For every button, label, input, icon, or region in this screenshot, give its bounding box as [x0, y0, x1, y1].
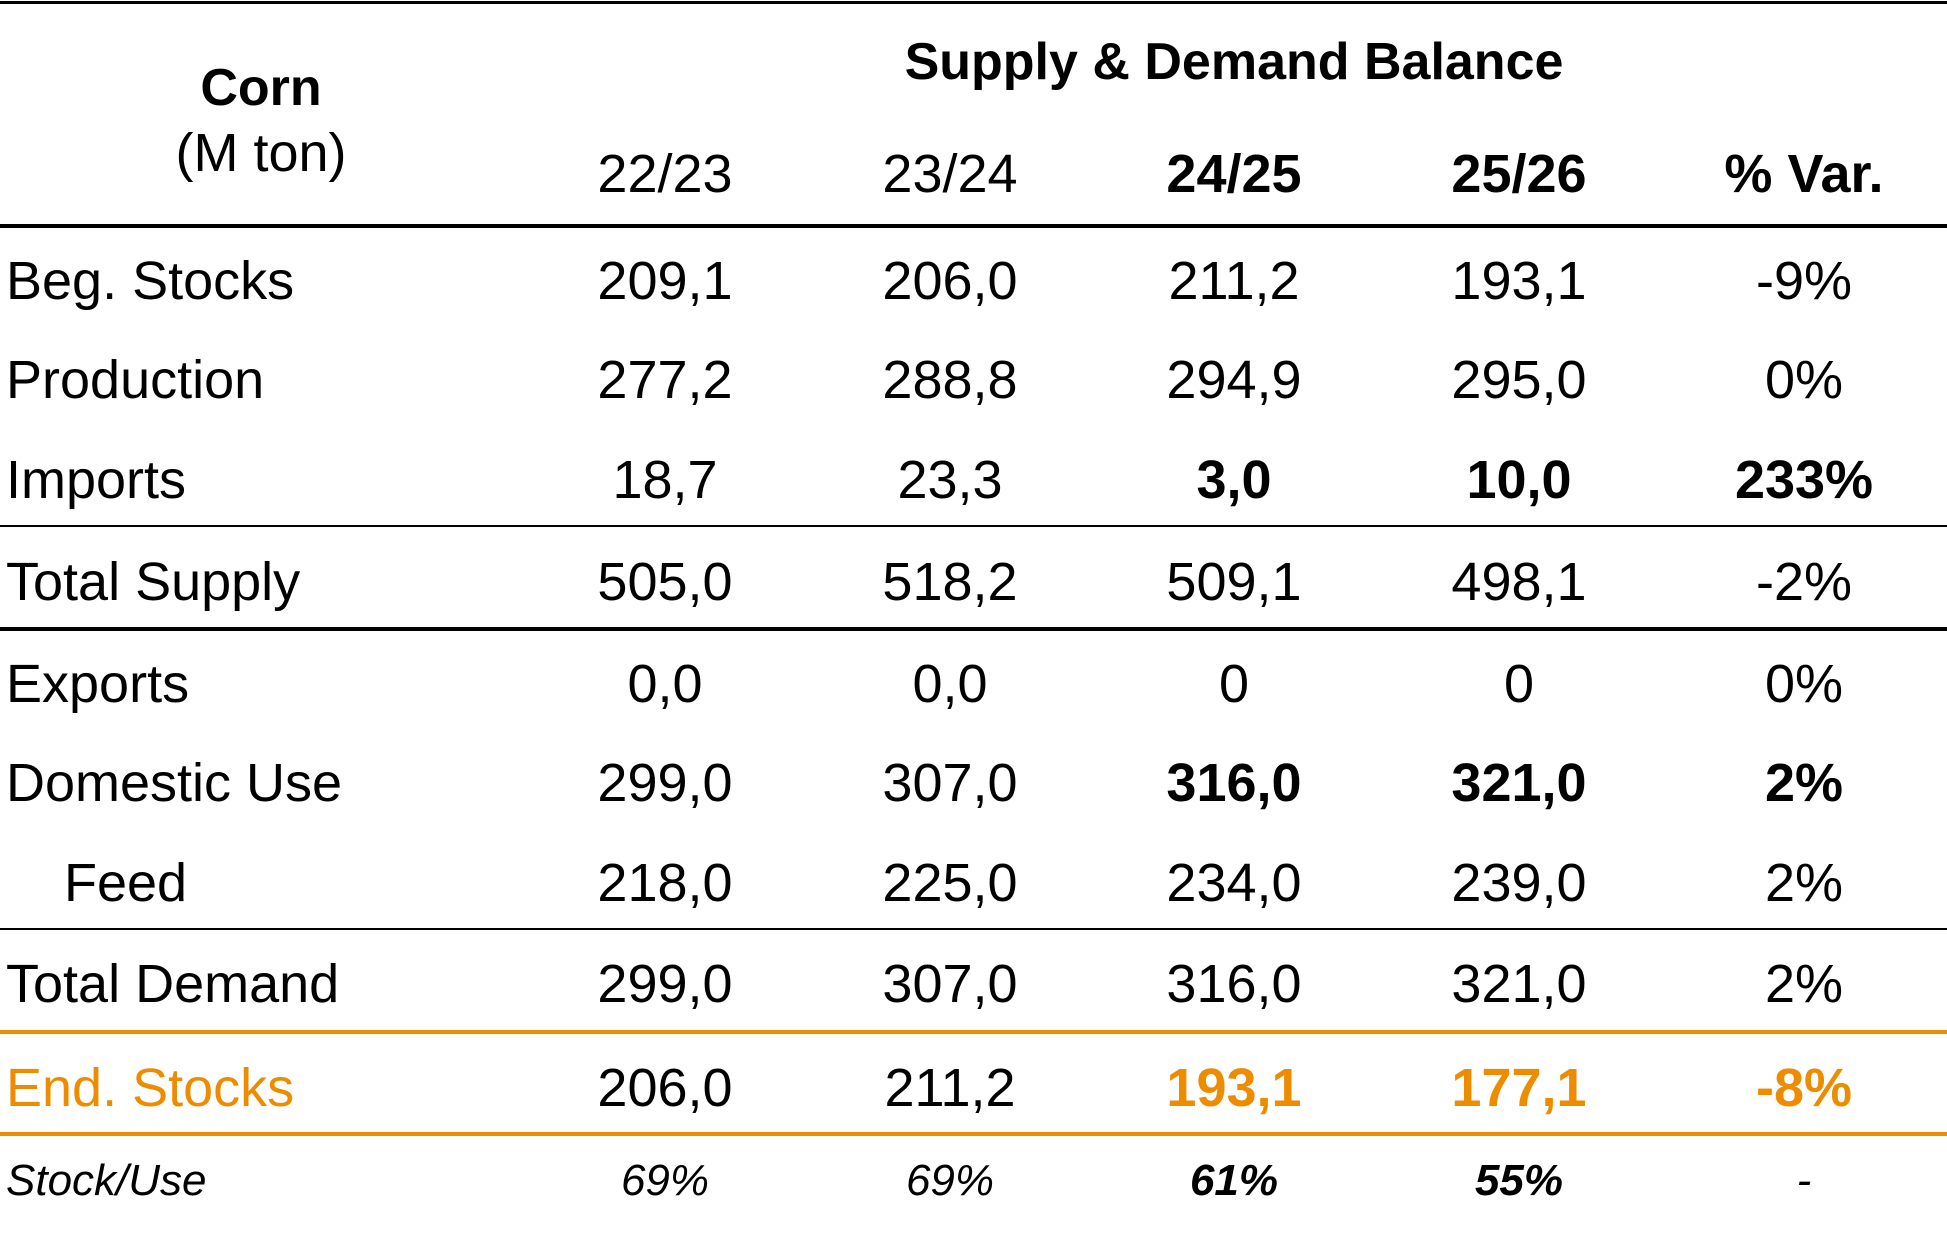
row-label: Beg. Stocks	[6, 251, 295, 311]
table-cell: 211,2	[1168, 251, 1300, 311]
table-cell: 288,8	[882, 350, 1018, 410]
table-cell: 509,1	[1166, 552, 1302, 612]
row-label: Stock/Use	[6, 1156, 207, 1205]
table-cell: 55%	[1474, 1156, 1564, 1205]
table-cell: 0%	[1764, 654, 1844, 714]
supply-subtotal-divider	[0, 525, 1947, 527]
table-cell: 234,0	[1166, 853, 1302, 913]
row-label: Feed	[64, 853, 188, 913]
table-cell: 18,7	[612, 450, 718, 510]
table-cell: 233%	[1734, 450, 1874, 510]
table-cell: 239,0	[1451, 853, 1587, 913]
table-cell: 498,1	[1451, 552, 1587, 612]
table-cell: 193,1	[1451, 251, 1587, 311]
row-label: Total Demand	[6, 954, 340, 1014]
column-header: % Var.	[1724, 144, 1884, 204]
row-label: Total Supply	[6, 552, 301, 612]
row-label: Production	[6, 350, 265, 410]
column-header: 25/26	[1451, 144, 1587, 204]
table-cell: 225,0	[882, 853, 1018, 913]
table-cell: 0,0	[627, 654, 703, 714]
top-border	[0, 1, 1947, 4]
table-cell: 307,0	[882, 753, 1018, 813]
table-cell: 518,2	[882, 552, 1018, 612]
table-cell: 307,0	[882, 954, 1018, 1014]
table-cell: 316,0	[1166, 753, 1302, 813]
table-cell: 218,0	[597, 853, 733, 913]
table-cell: 294,9	[1166, 350, 1302, 410]
unit-label: (M ton)	[175, 123, 347, 183]
table-title: Supply & Demand Balance	[904, 33, 1564, 91]
row-label: End. Stocks	[6, 1058, 295, 1118]
row-label: Imports	[6, 450, 187, 510]
table-cell: 321,0	[1451, 954, 1587, 1014]
column-header: 23/24	[882, 144, 1018, 204]
table-cell: 23,3	[897, 450, 1003, 510]
table-cell: 299,0	[597, 954, 733, 1014]
table-cell: -9%	[1755, 251, 1853, 311]
column-header: 22/23	[597, 144, 733, 204]
table-cell: 0	[1503, 654, 1535, 714]
row-label: Domestic Use	[6, 753, 343, 813]
table-cell: 277,2	[597, 350, 733, 410]
table-cell: 295,0	[1451, 350, 1587, 410]
table-cell: 177,1	[1451, 1058, 1587, 1118]
demand-subtotal-divider	[0, 928, 1947, 930]
table-cell: 505,0	[597, 552, 733, 612]
column-header: 24/25	[1166, 144, 1302, 204]
table-cell: 321,0	[1451, 753, 1587, 813]
table-cell: 211,2	[884, 1058, 1016, 1118]
table-cell: 193,1	[1166, 1058, 1302, 1118]
row-label: Exports	[6, 654, 190, 714]
table-cell: 299,0	[597, 753, 733, 813]
end-stocks-top-divider	[0, 1030, 1947, 1034]
table-cell: 0	[1218, 654, 1250, 714]
table-cell: 61%	[1189, 1156, 1279, 1205]
table-cell: 2%	[1764, 954, 1844, 1014]
table-cell: 10,0	[1466, 450, 1572, 510]
header-divider	[0, 224, 1947, 228]
table-cell: 209,1	[597, 251, 733, 311]
end-stocks-bottom-divider	[0, 1132, 1947, 1136]
commodity-title: Corn	[200, 59, 322, 117]
table-cell: 2%	[1764, 753, 1844, 813]
table-cell: -	[1796, 1156, 1812, 1205]
table-cell: 316,0	[1166, 954, 1302, 1014]
table-cell: -2%	[1755, 552, 1853, 612]
table-cell: 69%	[905, 1156, 995, 1205]
table-cell: 2%	[1764, 853, 1844, 913]
table-cell: 0,0	[912, 654, 988, 714]
table-cell: 206,0	[597, 1058, 733, 1118]
table-cell: -8%	[1755, 1058, 1853, 1118]
table-cell: 206,0	[882, 251, 1018, 311]
table-cell: 69%	[620, 1156, 710, 1205]
table-cell: 0%	[1764, 350, 1844, 410]
table-cell: 3,0	[1196, 450, 1272, 510]
supply-divider	[0, 627, 1947, 631]
